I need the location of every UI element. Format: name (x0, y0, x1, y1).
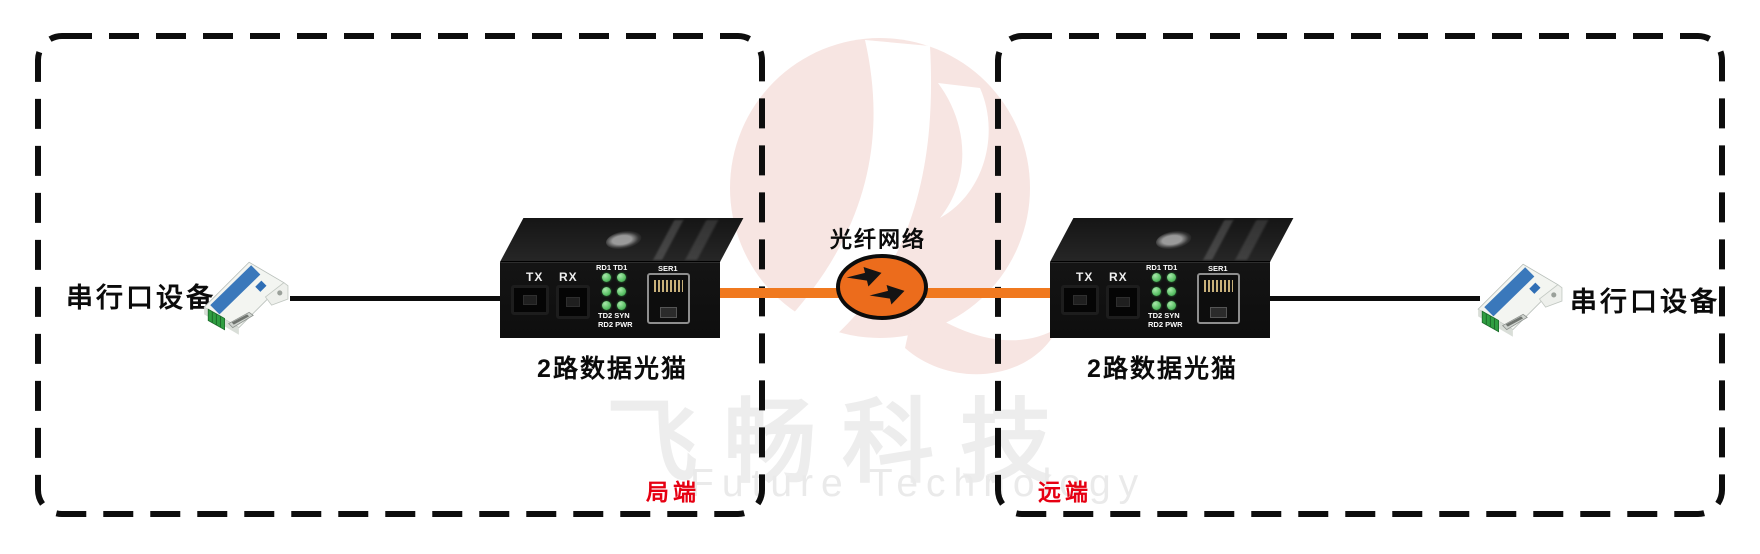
led-indicator (617, 287, 626, 296)
modem-top-reflection (653, 220, 684, 260)
led-td1 (1167, 273, 1176, 282)
right-fiber-modem: TX RX RD1 TD1 TD2 SYN RD2 PWR SER1 (1050, 218, 1295, 338)
left-modem-label: 2路数据光猫 (537, 355, 688, 383)
modem-front-panel: TX RX RD1 TD1 TD2 SYN RD2 PWR SER1 (1050, 262, 1270, 338)
led-labels-bottom-1: TD2 SYN (1148, 311, 1180, 320)
led-td2-rd2 (602, 301, 611, 310)
led-indicator (1167, 287, 1176, 296)
right-serial-device (1477, 263, 1563, 337)
ser1-port-label: SER1 (658, 264, 678, 273)
led-labels-bottom-2: RD2 PWR (1148, 320, 1183, 329)
fiber-network-label: 光纤网络 (830, 227, 927, 252)
rx-fiber-port (556, 285, 590, 319)
modem-brand-logo-icon (1151, 231, 1196, 249)
data-arrow-icon (846, 267, 882, 287)
led-indicator (1152, 287, 1161, 296)
led-labels-bottom-2: RD2 PWR (598, 320, 633, 329)
serial-cable-right (1268, 296, 1480, 301)
modem-top-face (500, 218, 744, 262)
led-rd1 (1152, 273, 1161, 282)
ser1-rj45-port (647, 273, 690, 324)
right-serial-device-label: 串行口设备 (1570, 287, 1720, 317)
led-labels-bottom-1: TD2 SYN (598, 311, 630, 320)
serial-cable-left (290, 296, 502, 301)
remote-zone-label: 远端 (1038, 479, 1092, 505)
remote-zone-box (995, 33, 1725, 517)
fiber-network-node (836, 254, 928, 320)
led-labels-top: RD1 TD1 (1146, 263, 1178, 272)
modem-top-reflection (685, 220, 719, 260)
ser1-port-label: SER1 (1208, 264, 1228, 273)
led-rd1 (602, 273, 611, 282)
data-arrow-icon (869, 285, 905, 305)
ser1-rj45-port (1197, 273, 1240, 324)
tx-fiber-port (511, 285, 549, 315)
led-syn-pwr (1167, 301, 1176, 310)
left-serial-device-label: 串行口设备 (66, 283, 216, 313)
led-td2-rd2 (1152, 301, 1161, 310)
modem-top-reflection (1235, 220, 1269, 260)
modem-top-reflection (1203, 220, 1234, 260)
right-modem-label: 2路数据光猫 (1087, 355, 1238, 383)
led-syn-pwr (617, 301, 626, 310)
rx-port-label: RX (559, 270, 578, 284)
left-fiber-modem: TX RX RD1 TD1 TD2 SYN RD2 PWR SER1 (500, 218, 745, 338)
led-td1 (617, 273, 626, 282)
modem-top-face (1050, 218, 1294, 262)
led-indicator (602, 287, 611, 296)
tx-port-label: TX (1076, 270, 1094, 284)
rx-port-label: RX (1109, 270, 1128, 284)
tx-port-label: TX (526, 270, 544, 284)
tx-fiber-port (1061, 285, 1099, 315)
modem-front-panel: TX RX RD1 TD1 TD2 SYN RD2 PWR SER1 (500, 262, 720, 338)
rx-fiber-port (1106, 285, 1140, 319)
led-labels-top: RD1 TD1 (596, 263, 628, 272)
left-serial-device (203, 261, 289, 335)
local-zone-box (35, 33, 765, 517)
modem-brand-logo-icon (601, 231, 646, 249)
local-zone-label: 局端 (646, 479, 700, 505)
